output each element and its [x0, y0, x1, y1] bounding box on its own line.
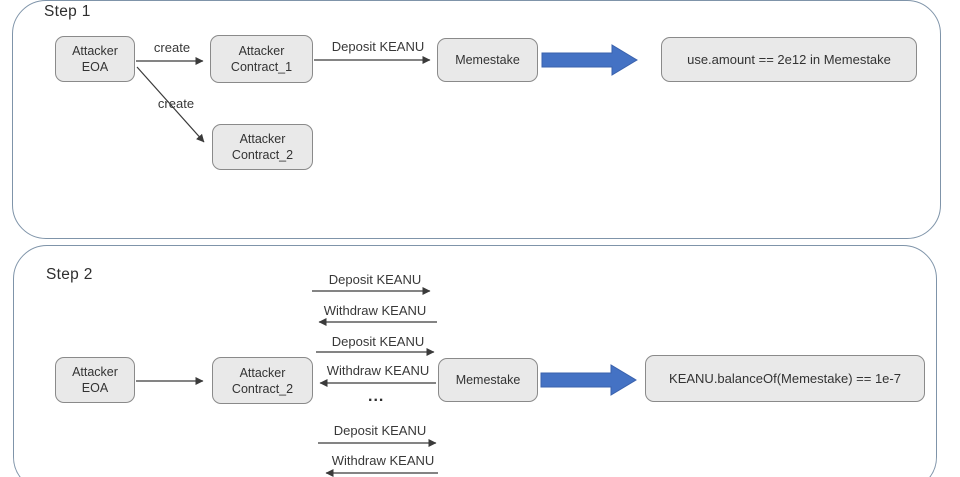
label-create-1: create: [153, 40, 191, 55]
node-attacker-contract1-step1: Attacker Contract_1: [210, 35, 313, 83]
label-withdraw-keanu-3: Withdraw KEANU: [331, 453, 435, 468]
result-box-step2: KEANU.balanceOf(Memestake) == 1e-7: [645, 355, 925, 402]
step2-container: [13, 245, 937, 477]
step1-container: [12, 0, 941, 239]
node-attacker-eoa-step1: Attacker EOA: [55, 36, 135, 82]
step2-title: Step 2: [46, 266, 93, 283]
label-deposit-keanu-2: Deposit KEANU: [331, 334, 425, 349]
label-create-2: create: [157, 96, 195, 111]
node-attacker-contract2-step1: Attacker Contract_2: [212, 124, 313, 170]
label-withdraw-keanu-1: Withdraw KEANU: [323, 303, 427, 318]
label-withdraw-keanu-2: Withdraw KEANU: [326, 363, 430, 378]
node-memestake-step2: Memestake: [438, 358, 538, 402]
label-deposit-keanu-1: Deposit KEANU: [328, 272, 422, 287]
step1-title: Step 1: [44, 3, 91, 20]
node-attacker-eoa-step2: Attacker EOA: [55, 357, 135, 403]
label-deposit-keanu-step1: Deposit KEANU: [331, 39, 425, 54]
label-deposit-keanu-3: Deposit KEANU: [333, 423, 427, 438]
node-memestake-step1: Memestake: [437, 38, 538, 82]
node-attacker-contract2-step2: Attacker Contract_2: [212, 357, 313, 404]
ellipsis-label: ...: [368, 388, 385, 405]
result-box-step1: use.amount == 2e12 in Memestake: [661, 37, 917, 82]
